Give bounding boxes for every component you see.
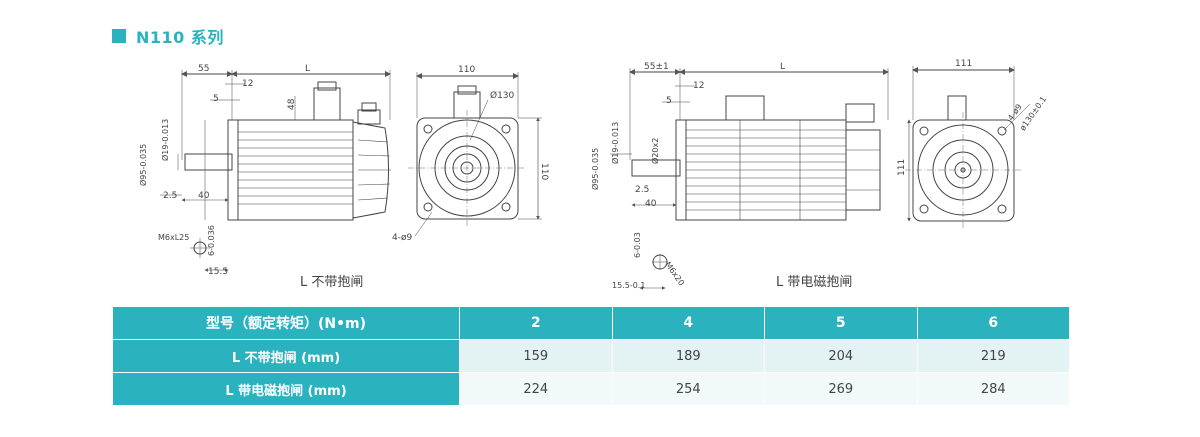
- table-cell: 269: [764, 372, 918, 406]
- dim-right-front-111-side: 111: [897, 159, 907, 176]
- dim-left-front-110: 110: [458, 65, 475, 75]
- dim-left-55: 55: [198, 64, 209, 74]
- dim-right-thread: M6x20: [663, 260, 686, 287]
- header-label: 型号（额定转矩）(N•m): [112, 306, 460, 340]
- row-label-with-brake: L 带电磁抱闸 (mm): [112, 372, 460, 406]
- right-side-view: [610, 68, 889, 290]
- dim-left-40: 40: [198, 191, 210, 201]
- header-col-5: 5: [764, 306, 918, 340]
- table-header-row: 型号（额定转矩）(N•m) 2 4 5 6: [112, 306, 1070, 340]
- dim-left-front-110-side: 110: [539, 163, 549, 180]
- caption-with-brake: L 带电磁抱闸: [776, 275, 853, 290]
- dim-right-5: 5: [666, 96, 672, 106]
- dim-left-48: 48: [287, 98, 297, 110]
- dim-left-L: L: [305, 64, 310, 74]
- left-side-view: [160, 70, 391, 272]
- table-cell: 219: [916, 339, 1070, 373]
- dim-left-key-6: 6-0.036: [207, 225, 216, 256]
- dim-left-2-5: 2.5: [163, 191, 177, 201]
- row-label-no-brake: L 不带抱闸 (mm): [112, 339, 460, 373]
- series-marker: [112, 29, 126, 43]
- dim-right-collar-dia: Ø20x2: [650, 138, 660, 164]
- dim-left-thread: M6xL25: [158, 233, 189, 242]
- table-row: L 不带抱闸 (mm) 159 189 204 219: [112, 339, 1070, 373]
- series-title: N110 系列: [136, 28, 224, 47]
- dim-left-front-130: Ø130: [490, 90, 515, 101]
- table-cell: 204: [764, 339, 918, 373]
- dim-right-key-6: 6-0.03: [633, 232, 642, 258]
- dim-left-shaft-dia: Ø19-0.013: [160, 119, 170, 161]
- dim-left-12: 12: [242, 79, 253, 89]
- dim-left-5: 5: [213, 94, 219, 104]
- header-col-2: 2: [459, 306, 613, 340]
- table-cell: 284: [916, 372, 1070, 406]
- caption-no-brake: L 不带抱闸: [300, 275, 364, 290]
- dim-right-15-5: 15.5-0.1: [612, 281, 645, 290]
- dim-right-12: 12: [693, 81, 704, 91]
- dim-right-shaft-dia: Ø19-0.013: [610, 122, 620, 164]
- dim-left-spigot-dia: Ø95-0.035: [138, 144, 148, 186]
- dim-right-front-130: ø130±0.1: [1018, 95, 1048, 133]
- table-cell: 254: [611, 372, 765, 406]
- dim-right-front-111: 111: [955, 59, 972, 69]
- dim-right-40: 40: [645, 199, 657, 209]
- left-front-view: [408, 72, 542, 237]
- dim-right-spigot-dia: Ø95-0.035: [590, 148, 600, 190]
- dim-left-15-5: 15.5: [208, 267, 228, 277]
- table-row: L 带电磁抱闸 (mm) 224 254 269 284: [112, 372, 1070, 406]
- dim-right-55: 55±1: [644, 62, 669, 72]
- dim-right-L: L: [780, 62, 785, 72]
- right-front-view: [905, 66, 1031, 228]
- table-cell: 224: [459, 372, 613, 406]
- dim-right-front-holes: 4-ø9: [1006, 102, 1024, 122]
- table-cell: 189: [611, 339, 765, 373]
- header-col-4: 4: [611, 306, 765, 340]
- header-col-6: 6: [916, 306, 1070, 340]
- spec-table: 型号（额定转矩）(N•m) 2 4 5 6 L 不带抱闸 (mm) 159 18…: [112, 306, 1070, 406]
- technical-drawings: 55 L 12 5 48 Ø19-0.013 Ø95-0.035 2.5 40 …: [138, 59, 1048, 290]
- table-cell: 159: [459, 339, 613, 373]
- dim-left-front-holes: 4-ø9: [392, 233, 412, 243]
- dim-right-2-5: 2.5: [635, 185, 649, 195]
- series-header: N110 系列: [112, 24, 224, 48]
